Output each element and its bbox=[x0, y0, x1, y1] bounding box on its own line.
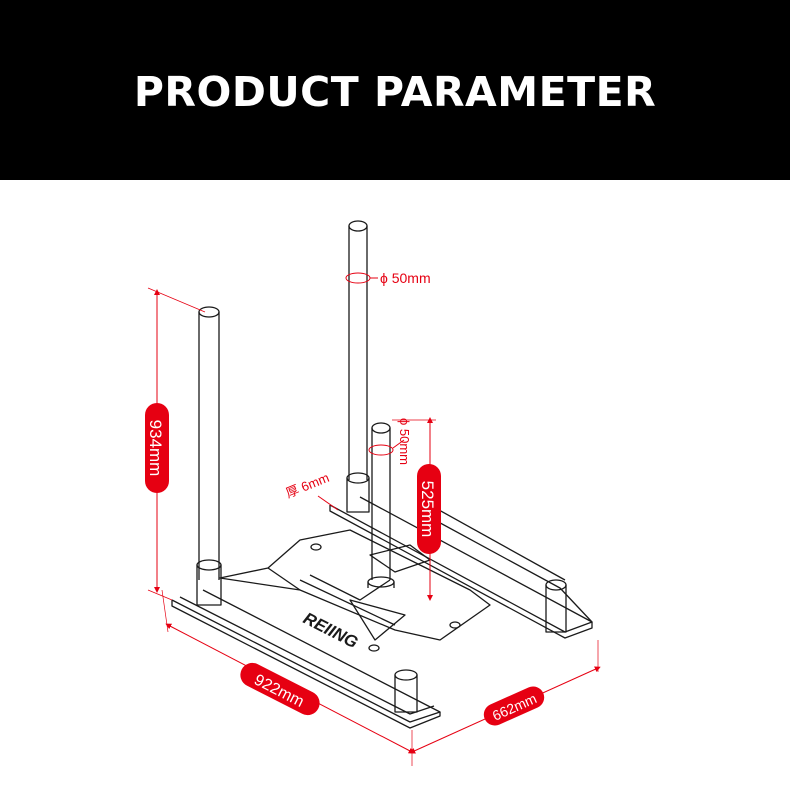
sled-line-drawing: REIING bbox=[171, 220, 593, 729]
svg-text:934mm: 934mm bbox=[146, 420, 165, 477]
page-title: PRODUCT PARAMETER bbox=[133, 68, 657, 116]
product-diagram: REIING 934mm 525mm 922mm bbox=[0, 180, 790, 806]
dim-plate-thickness: 厚 6mm bbox=[284, 470, 332, 501]
dim-length: 922mm bbox=[240, 662, 320, 716]
dim-diameter-center: ϕ 50mm bbox=[397, 418, 412, 465]
dim-diameter-top: ϕ 50mm bbox=[380, 270, 431, 286]
svg-text:525mm: 525mm bbox=[418, 481, 437, 538]
dim-width: 662mm bbox=[483, 686, 545, 726]
dim-post-height: 525mm bbox=[417, 464, 441, 554]
header-banner: PRODUCT PARAMETER bbox=[0, 0, 790, 180]
brand-logo: REIING bbox=[300, 609, 361, 653]
dim-height-total: 934mm bbox=[145, 403, 169, 493]
